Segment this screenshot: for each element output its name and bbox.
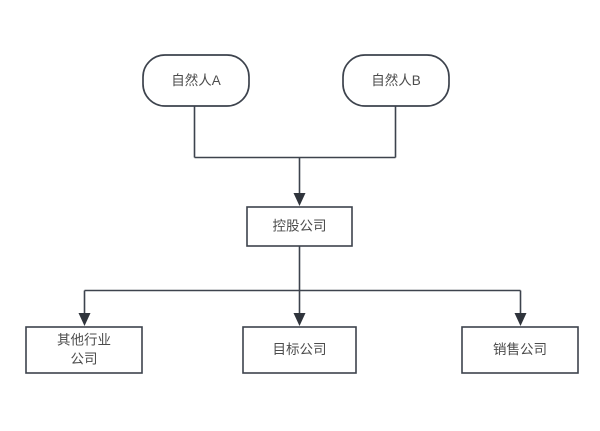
node-person-a-shape[interactable] bbox=[142, 54, 250, 107]
node-target-company-label: 目标公司 bbox=[273, 342, 327, 357]
node-person-b-label: 自然人B bbox=[371, 72, 421, 88]
node-person-a-label: 自然人A bbox=[171, 72, 221, 88]
connector-group bbox=[78, 106, 527, 326]
arrowhead-sales-company bbox=[514, 313, 527, 326]
node-sales-company[interactable]: 销售公司 bbox=[461, 326, 579, 374]
node-other-industry-company-label-line2: 公司 bbox=[71, 352, 98, 367]
arrowhead-holding-company bbox=[293, 193, 306, 206]
node-sales-company-shape[interactable] bbox=[461, 326, 579, 374]
node-person-b-shape[interactable] bbox=[342, 54, 450, 107]
node-target-company[interactable]: 目标公司 bbox=[242, 326, 357, 374]
node-other-industry-company-shape[interactable] bbox=[25, 326, 143, 374]
node-person-b[interactable]: 自然人B bbox=[342, 54, 450, 107]
node-target-company-shape[interactable] bbox=[242, 326, 357, 374]
arrowhead-target-company bbox=[293, 313, 306, 326]
node-holding-company-shape[interactable] bbox=[246, 206, 353, 247]
node-other-industry-company[interactable]: 其他行业 公司 bbox=[25, 326, 143, 374]
node-other-industry-company-label-line1: 其他行业 bbox=[57, 333, 111, 348]
node-holding-company[interactable]: 控股公司 bbox=[246, 206, 353, 247]
arrowhead-other-industry-company bbox=[78, 313, 91, 326]
node-sales-company-label: 销售公司 bbox=[493, 342, 547, 357]
node-holding-company-label: 控股公司 bbox=[273, 219, 327, 234]
node-person-a[interactable]: 自然人A bbox=[142, 54, 250, 107]
